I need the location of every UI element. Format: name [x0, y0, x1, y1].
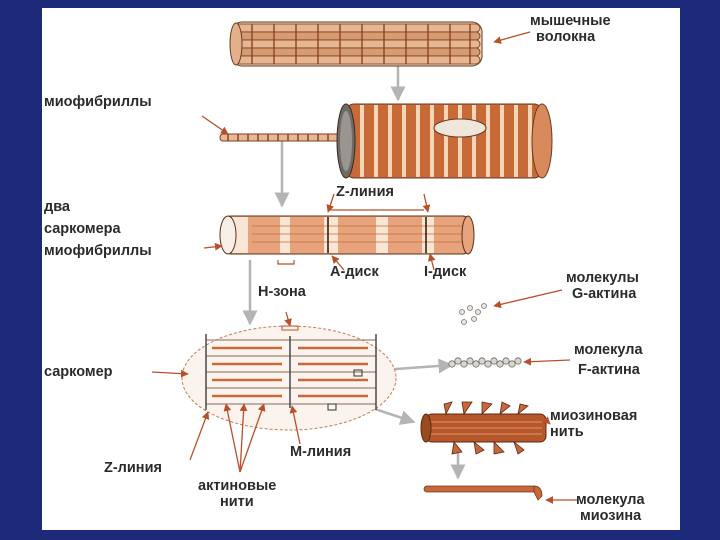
label-myosin-filament-line2: нить: [550, 424, 584, 440]
label-actin-filaments: актиновые нити: [198, 478, 276, 510]
label-two-sarcomeres-line3: миофибриллы: [44, 243, 152, 259]
label-myosin-molecule-line2: миозина: [580, 508, 642, 524]
label-muscle-fibers: мышечные волокна: [530, 13, 611, 45]
thin-myofibril: [219, 133, 347, 142]
label-h-zone: H-зона: [258, 284, 306, 300]
myofibril-cylinder: [336, 103, 553, 179]
label-two-sarcomeres-line1: два: [44, 199, 70, 215]
label-f-actin-line2: F-актина: [578, 362, 640, 378]
label-myofibrils: миофибриллы: [44, 94, 152, 110]
label-myosin-filament: миозиновая нить: [550, 408, 637, 440]
label-myosin-molecule: молекула миозина: [576, 492, 645, 524]
muscle-fiber-bundle: [229, 21, 483, 67]
label-m-line: M-линия: [290, 444, 352, 460]
g-actin-molecules: [459, 303, 487, 325]
two-sarcomeres-cylinder: [219, 209, 475, 265]
label-a-disk: A-диск: [330, 264, 379, 280]
label-actin-filaments-line2: нити: [220, 494, 254, 510]
myosin-molecule: [423, 485, 543, 501]
annotation-arrows: [151, 31, 578, 504]
myosin-filament: [420, 401, 547, 455]
label-two-sarcomeres-line2: саркомера: [44, 221, 121, 237]
label-g-actin-line1: молекулы: [566, 270, 639, 286]
label-g-actin: молекулы G-актина: [566, 270, 639, 302]
label-muscle-fibers-line1: мышечные: [530, 13, 611, 29]
label-myosin-molecule-line1: молекула: [576, 492, 645, 508]
muscle-structure-diagram: [151, 21, 578, 504]
sarcomere-detail: [181, 325, 397, 431]
label-two-sarcomeres: два саркомера миофибриллы: [44, 196, 152, 262]
label-sarcomere: саркомер: [44, 364, 113, 380]
slide: мышечные волокна миофибриллы два саркоме…: [42, 8, 680, 530]
label-f-actin: молекула F-актина: [574, 340, 643, 380]
label-i-disk: I-диск: [424, 264, 467, 280]
label-myosin-filament-line1: миозиновая: [550, 408, 638, 424]
label-actin-filaments-line1: актиновые: [198, 478, 277, 494]
f-actin-chain: [448, 357, 522, 368]
label-muscle-fibers-line2: волокна: [536, 29, 596, 45]
label-z-line-top: Z-линия: [336, 184, 394, 200]
label-z-line-bottom: Z-линия: [104, 460, 162, 476]
label-g-actin-line2: G-актина: [572, 286, 637, 302]
label-f-actin-line1: молекула: [574, 342, 643, 358]
